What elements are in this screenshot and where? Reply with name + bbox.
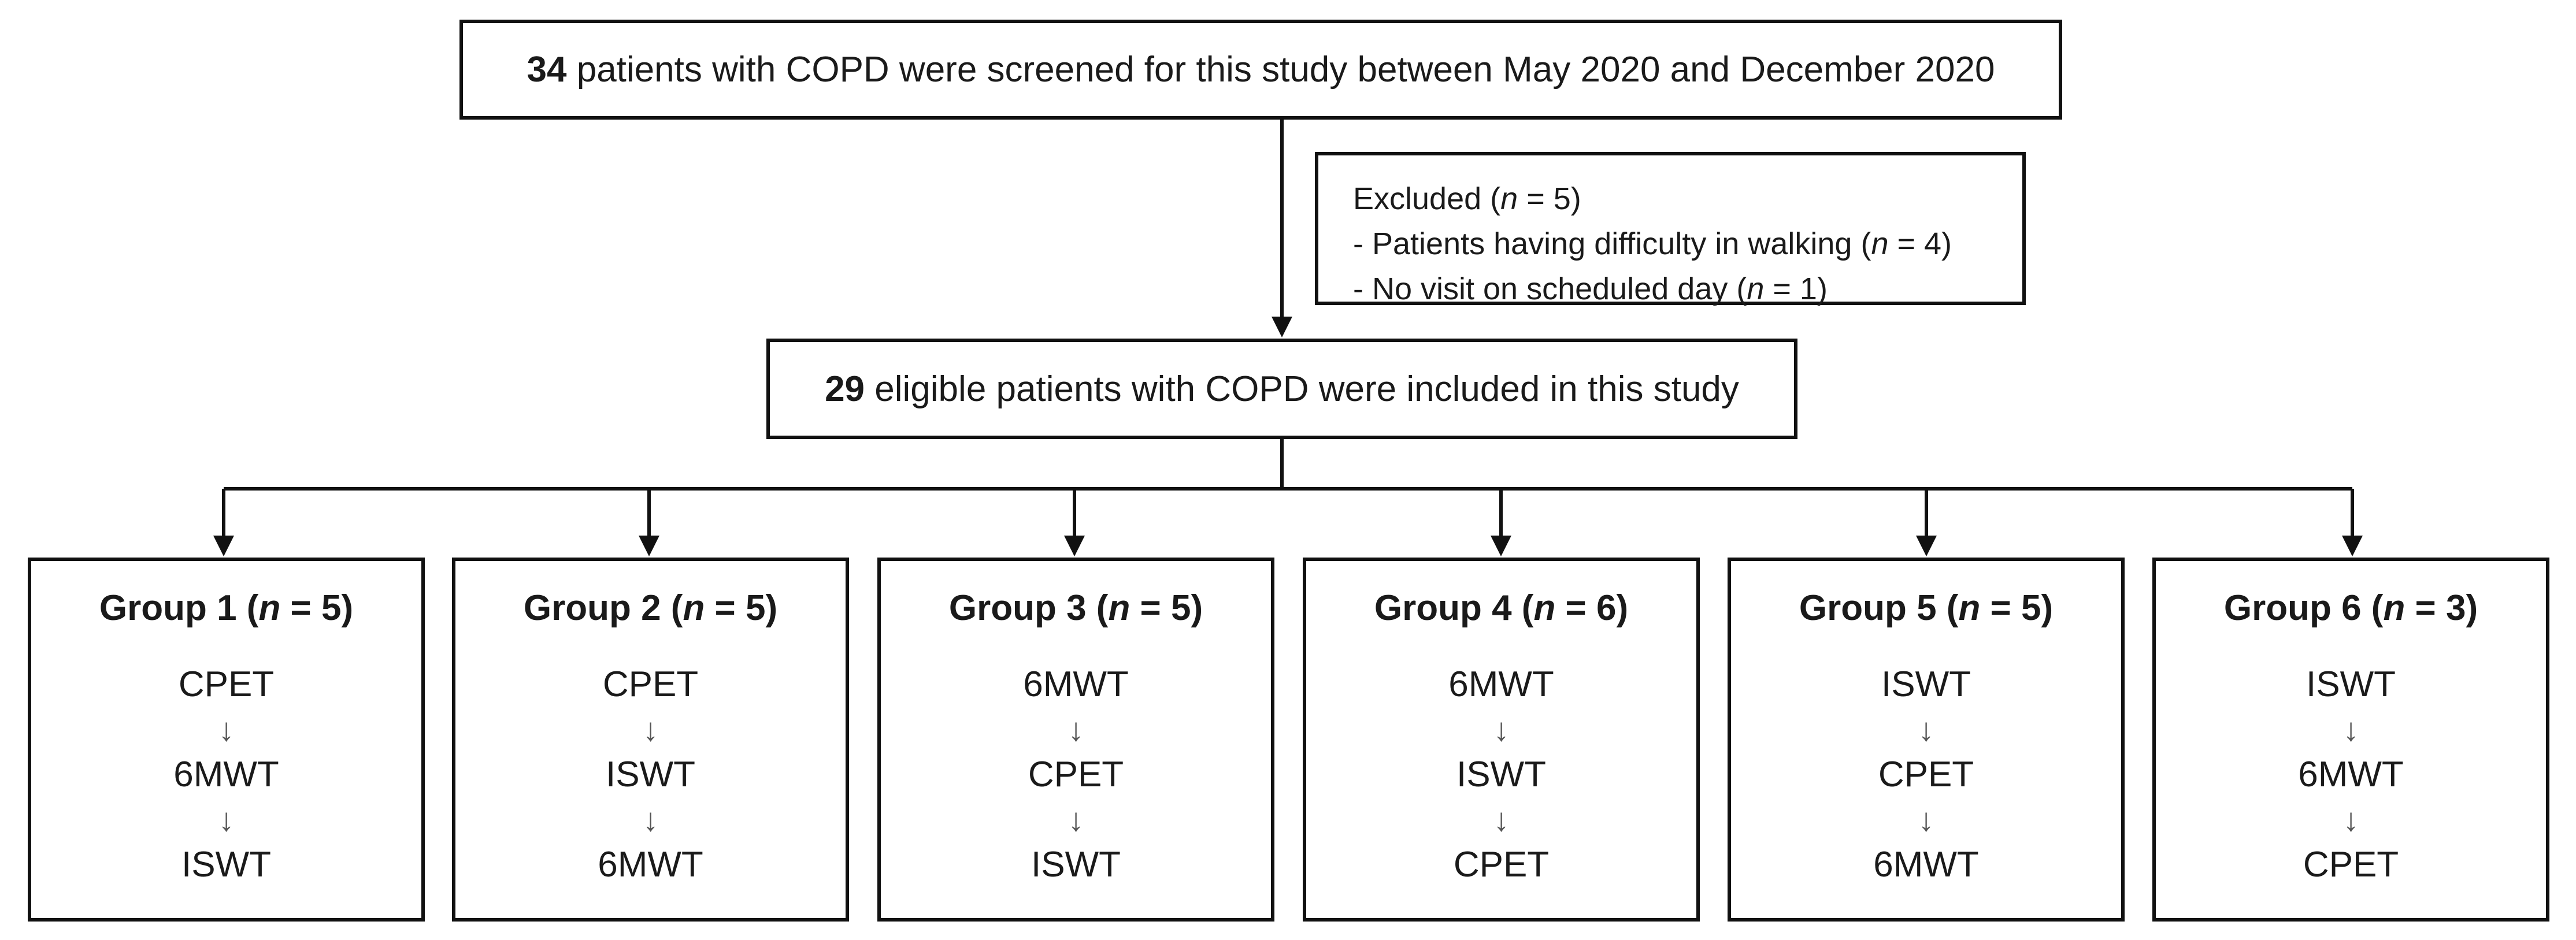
group-title: Group 1 (n = 5) (99, 588, 354, 628)
test-step: ISWT (2306, 664, 2396, 704)
down-arrow-icon: ↓ (642, 711, 659, 748)
group-title: Group 6 (n = 3) (2223, 588, 2478, 628)
test-step: ISWT (1031, 845, 1121, 885)
test-step: ISWT (1881, 664, 1971, 704)
test-step: CPET (602, 664, 699, 704)
test-step: 6MWT (1448, 664, 1554, 704)
down-arrow-icon: ↓ (218, 711, 235, 748)
eligible-box: 29 eligible patients with COPD were incl… (766, 339, 1797, 439)
test-sequence: 6MWT ↓ ISWT ↓ CPET (1448, 662, 1554, 887)
test-step: ISWT (181, 845, 271, 885)
group-title: Group 4 (n = 6) (1374, 588, 1629, 628)
down-arrow-icon: ↓ (2343, 711, 2359, 748)
excluded-reason-walking: - Patients having difficulty in walking … (1353, 226, 1952, 261)
down-arrow-icon: ↓ (1068, 801, 1084, 838)
group-title: Group 2 (n = 5) (523, 588, 778, 628)
screening-text: patients with COPD were screened for thi… (566, 50, 1995, 90)
group-box-5: Group 5 (n = 5) ISWT ↓ CPET ↓ 6MWT (1728, 558, 2125, 922)
test-sequence: CPET ↓ ISWT ↓ 6MWT (598, 662, 703, 887)
excluded-reason-no-visit: - No visit on scheduled day (n = 1) (1353, 272, 1828, 306)
down-arrow-icon: ↓ (1493, 801, 1510, 838)
test-step: 6MWT (2298, 755, 2404, 794)
test-step: ISWT (1456, 755, 1546, 794)
test-sequence: CPET ↓ 6MWT ↓ ISWT (173, 662, 279, 887)
test-sequence: ISWT ↓ 6MWT ↓ CPET (2298, 662, 2404, 887)
down-arrow-icon: ↓ (2343, 801, 2359, 838)
test-sequence: 6MWT ↓ CPET ↓ ISWT (1023, 662, 1129, 887)
test-sequence: ISWT ↓ CPET ↓ 6MWT (1873, 662, 1979, 887)
group-box-6: Group 6 (n = 3) ISWT ↓ 6MWT ↓ CPET (2152, 558, 2549, 922)
screened-count: 34 (527, 50, 567, 90)
test-step: CPET (1878, 755, 1974, 794)
group-box-3: Group 3 (n = 5) 6MWT ↓ CPET ↓ ISWT (877, 558, 1274, 922)
screening-box: 34 patients with COPD were screened for … (459, 20, 2062, 120)
test-step: 6MWT (1873, 845, 1979, 885)
test-step: CPET (2303, 845, 2399, 885)
group-box-4: Group 4 (n = 6) 6MWT ↓ ISWT ↓ CPET (1303, 558, 1700, 922)
test-step: 6MWT (598, 845, 703, 885)
test-step: 6MWT (173, 755, 279, 794)
group-title: Group 5 (n = 5) (1799, 588, 2054, 628)
test-step: CPET (1028, 755, 1124, 794)
excluded-header: Excluded (n = 5) (1353, 181, 1581, 216)
down-arrow-icon: ↓ (1493, 711, 1510, 748)
group-box-2: Group 2 (n = 5) CPET ↓ ISWT ↓ 6MWT (452, 558, 849, 922)
down-arrow-icon: ↓ (642, 801, 659, 838)
eligible-count: 29 (825, 369, 865, 409)
down-arrow-icon: ↓ (1068, 711, 1084, 748)
test-step: ISWT (606, 755, 695, 794)
test-step: CPET (178, 664, 275, 704)
group-title: Group 3 (n = 5) (948, 588, 1203, 628)
excluded-box: Excluded (n = 5) - Patients having diffi… (1315, 152, 2026, 306)
test-step: 6MWT (1023, 664, 1129, 704)
down-arrow-icon: ↓ (1918, 711, 1934, 748)
group-box-1: Group 1 (n = 5) CPET ↓ 6MWT ↓ ISWT (28, 558, 425, 922)
test-step: CPET (1453, 845, 1550, 885)
down-arrow-icon: ↓ (1918, 801, 1934, 838)
eligible-text: eligible patients with COPD were include… (865, 369, 1739, 409)
down-arrow-icon: ↓ (218, 801, 235, 838)
